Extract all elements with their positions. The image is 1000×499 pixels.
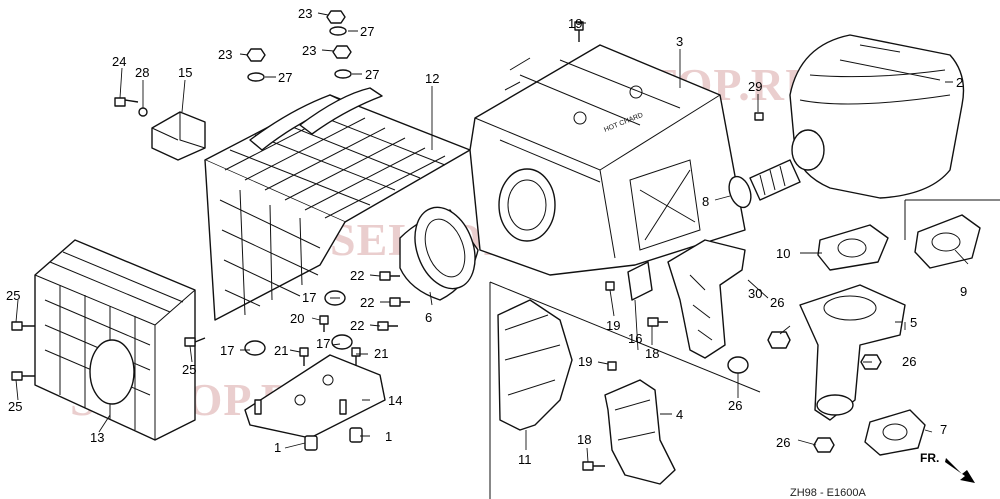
part-30-bracket — [667, 239, 746, 359]
callout-8: 8 — [702, 194, 709, 209]
callout-21a: 21 — [274, 343, 288, 358]
part-5-elbow — [799, 284, 906, 421]
callout-numbers: 23 27 23 27 23 27 24 28 15 12 19 3 2 29 … — [6, 6, 967, 467]
callout-11: 11 — [518, 452, 532, 467]
callout-26a: 26 — [770, 295, 784, 310]
callout-20: 20 — [290, 311, 304, 326]
part-4-bracket — [604, 379, 676, 485]
callout-1a: 1 — [274, 440, 281, 455]
part-14-plate — [244, 354, 386, 439]
part-7-gasket — [864, 409, 926, 456]
callout-17b: 17 — [220, 343, 234, 358]
callout-27a: 27 — [360, 24, 374, 39]
callout-24: 24 — [112, 54, 126, 69]
callout-4: 4 — [676, 407, 683, 422]
callout-22b: 22 — [360, 295, 374, 310]
divider-right — [904, 199, 1000, 240]
callout-17a: 17 — [302, 290, 316, 305]
part-9-gasket — [914, 214, 981, 269]
part-11-cover — [497, 299, 573, 431]
callout-19a: 19 — [568, 16, 582, 31]
part-8-bolt — [728, 159, 801, 209]
callout-27b: 27 — [278, 70, 292, 85]
part-6-boot — [399, 206, 479, 301]
callout-19c: 19 — [578, 354, 592, 369]
callout-23c: 23 — [302, 43, 316, 58]
leader-lines — [15, 12, 969, 463]
callout-13: 13 — [90, 430, 104, 445]
callout-21b: 21 — [374, 346, 388, 361]
callout-2: 2 — [956, 75, 963, 90]
hardware — [11, 10, 882, 471]
callout-29: 29 — [748, 79, 762, 94]
callout-22a: 22 — [350, 268, 364, 283]
callout-9: 9 — [960, 284, 967, 299]
callout-25a: 25 — [6, 288, 20, 303]
callout-5: 5 — [910, 315, 917, 330]
callout-18b: 18 — [577, 432, 591, 447]
part-16-plate — [627, 261, 653, 301]
callout-25b: 25 — [182, 362, 196, 377]
callout-27c: 27 — [365, 67, 379, 82]
part-13-shroud — [34, 239, 196, 441]
svg-text:FR.: FR. — [920, 451, 939, 465]
callout-6: 6 — [425, 310, 432, 325]
callout-10: 10 — [776, 246, 790, 261]
part-10-gasket — [817, 224, 889, 271]
diagram-code: ZH98 - E1600A — [790, 487, 866, 499]
callout-26c: 26 — [728, 398, 742, 413]
callout-1b: 1 — [385, 429, 392, 444]
part-3-main-shroud: HOT CHARD — [469, 44, 746, 276]
callout-28: 28 — [135, 65, 149, 80]
divider-mid — [489, 281, 761, 393]
callout-16: 16 — [628, 331, 642, 346]
callout-26d: 26 — [776, 435, 790, 450]
callout-23b: 23 — [218, 47, 232, 62]
callout-23a: 23 — [298, 6, 312, 21]
part-12-cover — [204, 87, 471, 321]
callout-7: 7 — [940, 422, 947, 437]
callout-14: 14 — [388, 393, 402, 408]
callout-22c: 22 — [350, 318, 364, 333]
callout-25c: 25 — [8, 399, 22, 414]
callout-26b: 26 — [902, 354, 916, 369]
callout-18a: 18 — [645, 346, 659, 361]
callout-12: 12 — [425, 71, 439, 86]
part-2-muffler — [789, 34, 965, 199]
callout-17c: 17 — [316, 336, 330, 351]
callout-15: 15 — [178, 65, 192, 80]
callout-19b: 19 — [606, 318, 620, 333]
callout-3: 3 — [676, 34, 683, 49]
callout-30: 30 — [748, 286, 762, 301]
front-direction-arrow: FR. — [920, 451, 975, 483]
part-15-bracket — [151, 111, 206, 161]
